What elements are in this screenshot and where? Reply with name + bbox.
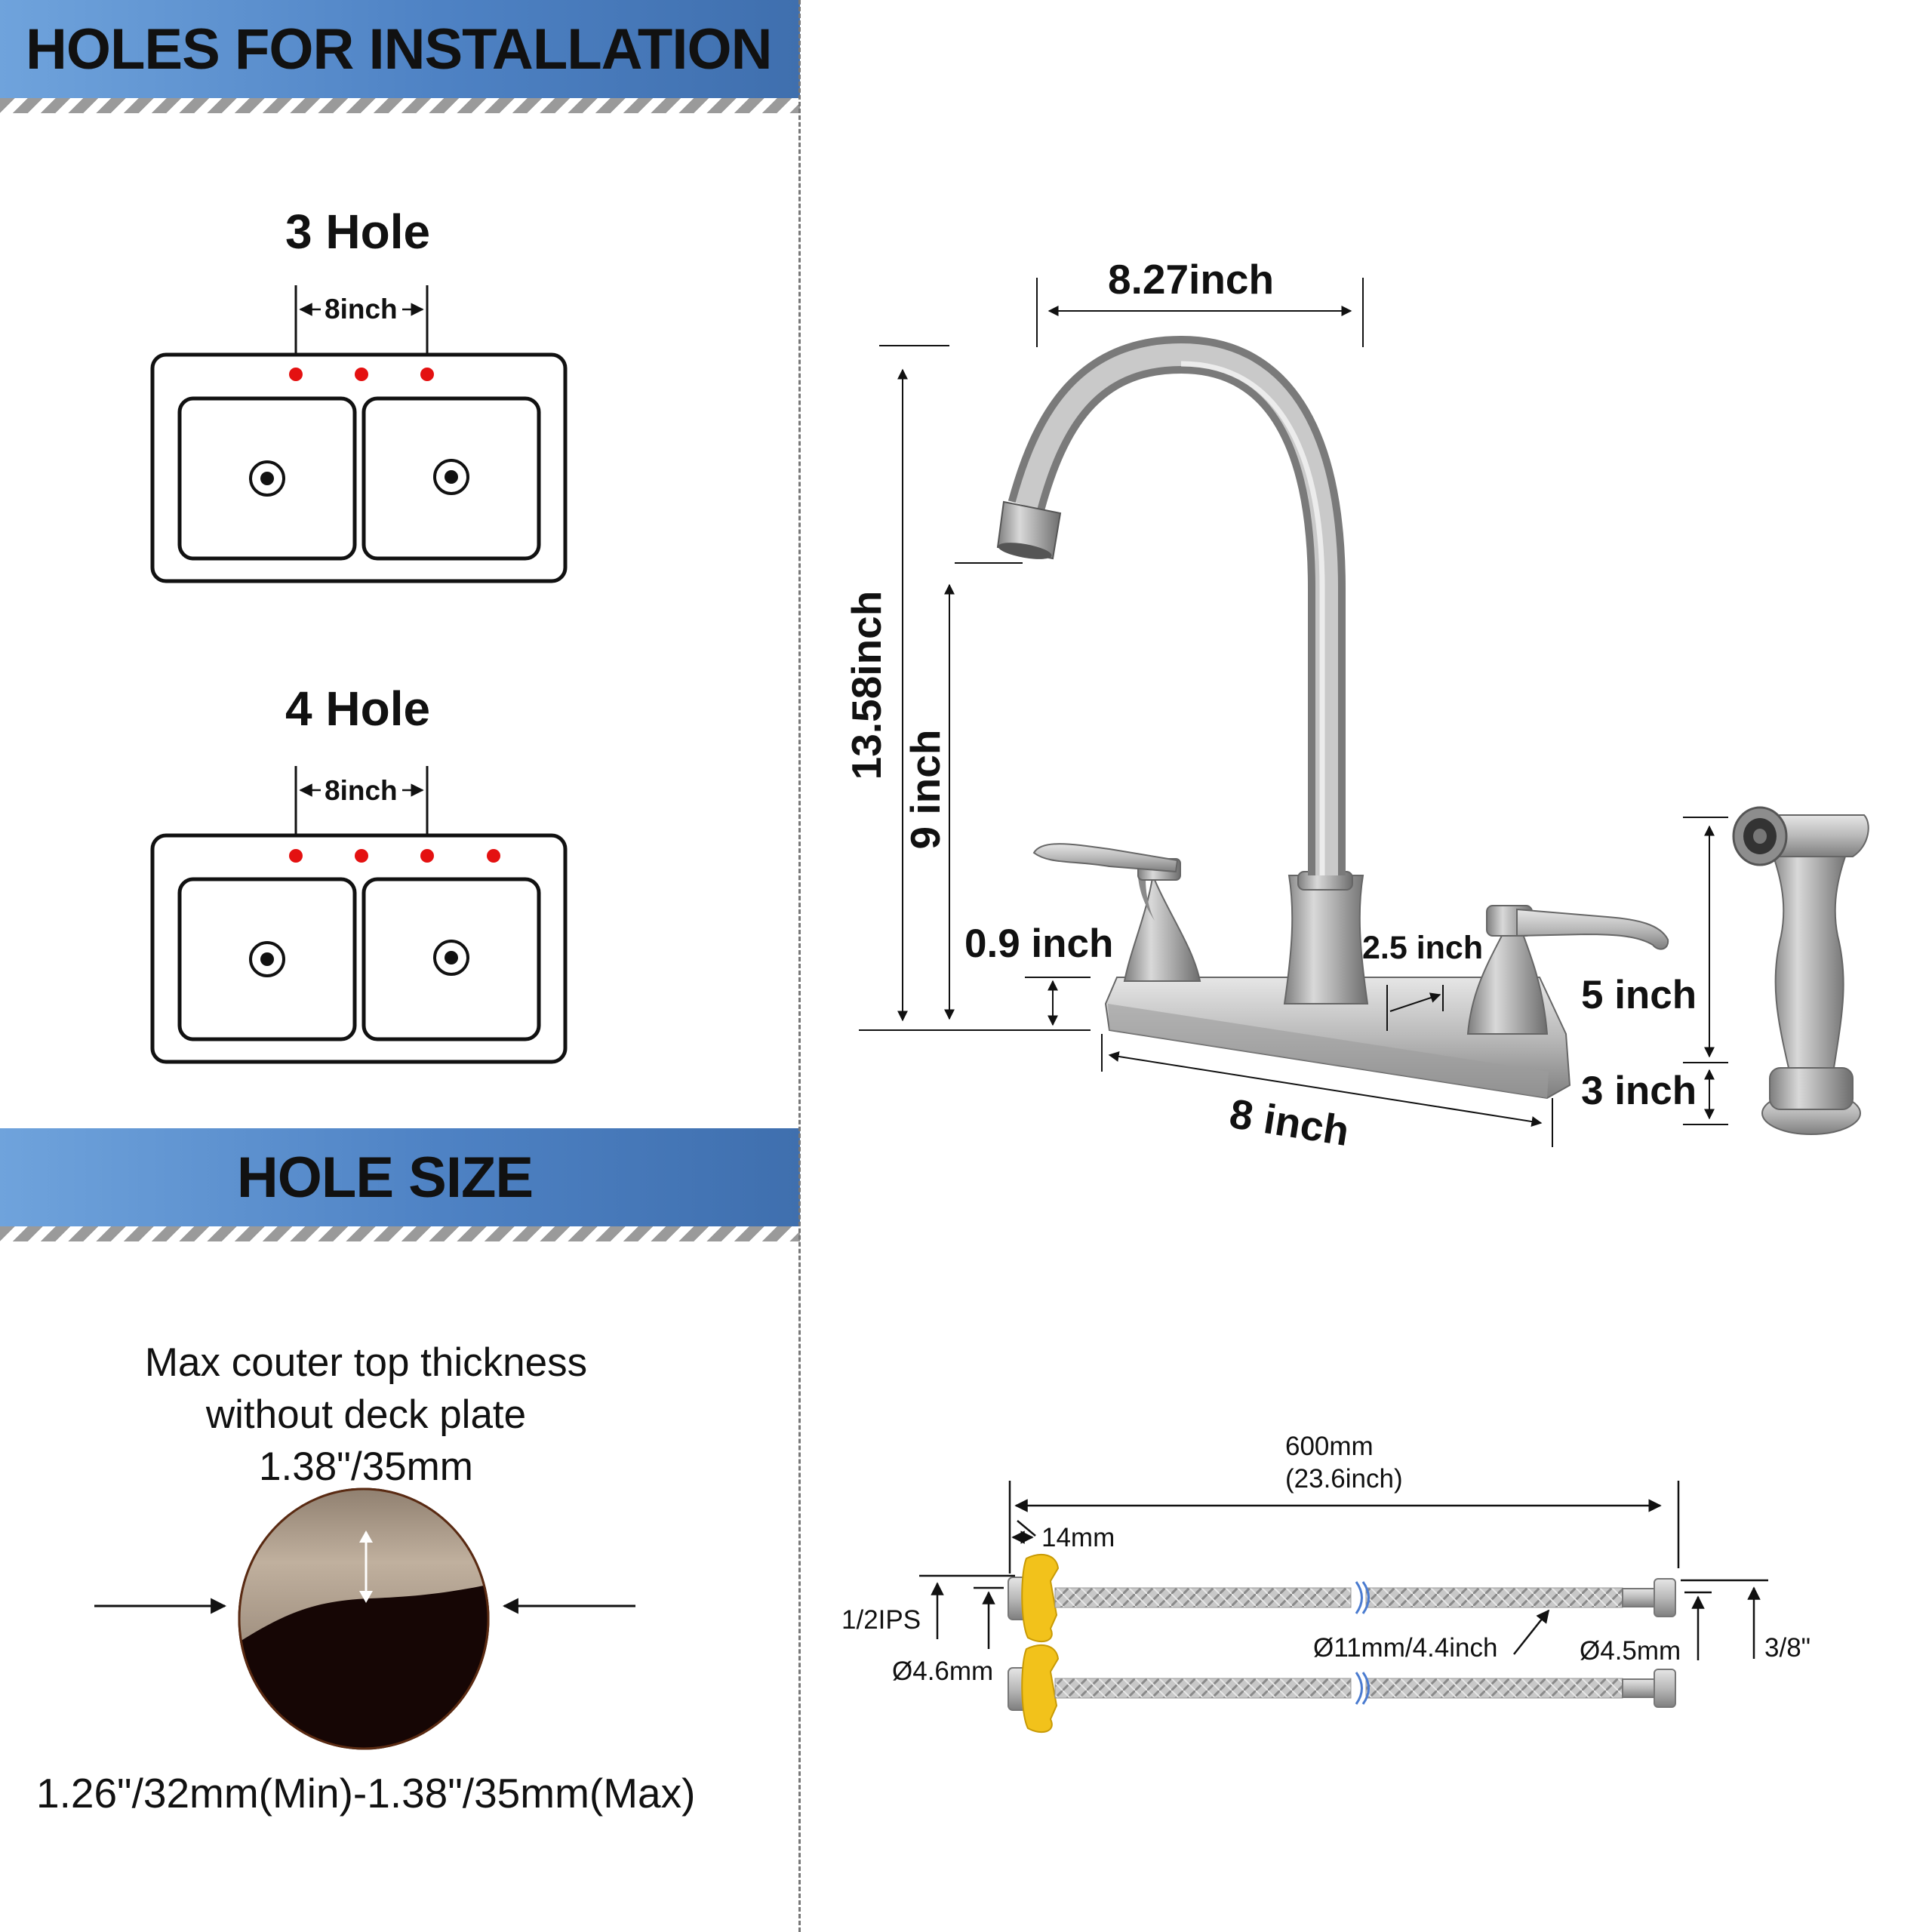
hose-length-mm: 600mm xyxy=(1285,1432,1374,1461)
hole-dot xyxy=(355,849,368,863)
installation-banner-title: HOLES FOR INSTALLATION xyxy=(26,17,772,82)
thickness-line1: Max couter top thickness xyxy=(144,1340,588,1385)
faucet-illustration xyxy=(996,335,1869,1135)
supply-hoses xyxy=(1008,1553,1676,1734)
total-height-label: 13.58inch xyxy=(843,590,890,780)
spout-reach-label: 8.27inch xyxy=(1108,256,1275,303)
thickness-range: 1.26"/32mm(Min)-1.38"/35mm(Max) xyxy=(36,1770,696,1817)
outer-diameter-label: Ø11mm/4.4inch xyxy=(1313,1633,1498,1663)
thickness-max-value: 1.38"/35mm xyxy=(259,1444,473,1489)
column-divider xyxy=(798,0,801,1932)
inner-diameter-left-label: Ø4.6mm xyxy=(892,1657,994,1686)
banner-stripe xyxy=(0,1226,800,1241)
four-hole-title: 4 Hole xyxy=(285,681,431,736)
hole-dot xyxy=(289,849,303,863)
spout-height-label: 9 inch xyxy=(902,729,949,850)
sprayer-height-label: 5 inch xyxy=(1581,973,1697,1017)
four-hole-sink-diagram xyxy=(150,766,568,1064)
three-hole-sink-diagram xyxy=(150,285,568,583)
hole-dot xyxy=(420,368,434,381)
four-hole-spacing-label: 8inch xyxy=(325,775,398,806)
installation-banner: HOLES FOR INSTALLATION xyxy=(0,0,800,113)
three-hole-title: 3 Hole xyxy=(285,205,431,259)
inner-diameter-right-label: Ø4.5mm xyxy=(1580,1636,1681,1666)
hole-dot xyxy=(289,368,303,381)
ips-label: 1/2IPS xyxy=(841,1605,921,1635)
hose-dimension-lines xyxy=(919,1481,1768,1660)
right-thread-label: 3/8" xyxy=(1764,1633,1811,1663)
base-height-label: 0.9 inch xyxy=(964,921,1114,966)
nut-size-label: 14mm xyxy=(1041,1523,1115,1552)
hole-dot xyxy=(420,849,434,863)
hole-dot xyxy=(355,368,368,381)
hole-size-banner: HOLE SIZE xyxy=(0,1128,800,1241)
faucet-dimension-lines xyxy=(859,278,1728,1147)
sprayer-base-label: 3 inch xyxy=(1581,1069,1697,1113)
hose-length-inch: (23.6inch) xyxy=(1285,1464,1403,1494)
countertop-thickness-diagram xyxy=(94,1487,635,1750)
hole-size-banner-title: HOLE SIZE xyxy=(236,1145,534,1210)
side-sprayer xyxy=(1732,806,1869,1135)
handle-offset-label: 2.5 inch xyxy=(1362,930,1484,966)
three-hole-spacing-label: 8inch xyxy=(325,294,398,325)
thickness-line2: without deck plate xyxy=(205,1392,527,1437)
hole-dot xyxy=(487,849,500,863)
banner-stripe xyxy=(0,98,800,113)
